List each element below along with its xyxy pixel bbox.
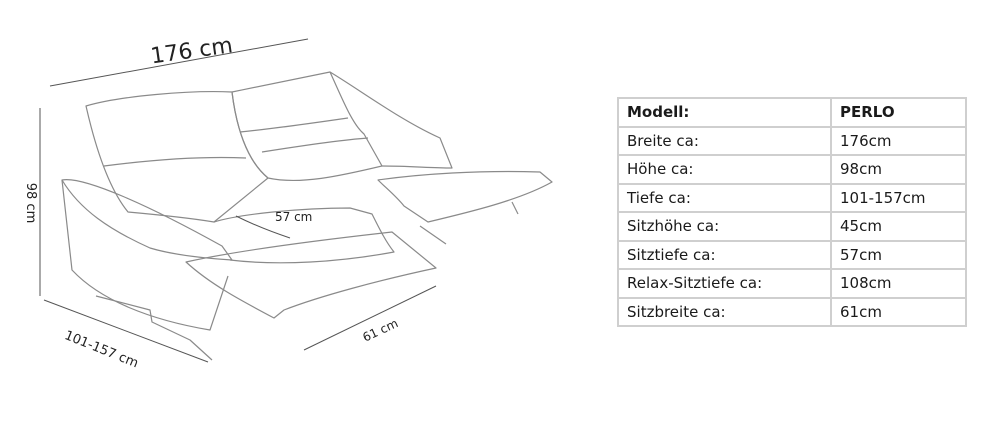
depth-dimension-label: 101-157 cm: [62, 328, 140, 371]
spec-table-header-row: Modell: PERLO: [617, 97, 967, 128]
spec-label: Höhe ca:: [617, 154, 832, 185]
height-dimension-label: 98 cm: [23, 183, 38, 224]
spec-value: 108cm: [830, 268, 967, 299]
spec-value: 98cm: [830, 154, 967, 185]
spec-label: Sitzbreite ca:: [617, 296, 832, 327]
spec-value: 61cm: [830, 296, 967, 327]
spec-table-row: Sitzbreite ca: 61cm: [617, 296, 967, 327]
spec-label: Sitztiefe ca:: [617, 239, 832, 270]
width-dimension-line: [49, 38, 309, 87]
spec-label: Breite ca:: [617, 125, 832, 156]
seat-depth-dimension-line: [235, 215, 291, 239]
spec-label: Tiefe ca:: [617, 182, 832, 213]
spec-value: 57cm: [830, 239, 967, 270]
spec-table-row: Sitztiefe ca: 57cm: [617, 239, 967, 270]
depth-dimension-line: [43, 299, 209, 363]
spec-table-row: Relax-Sitztiefe ca: 108cm: [617, 268, 967, 299]
spec-label: Sitzhöhe ca:: [617, 211, 832, 242]
seat-width-dimension-label: 61 cm: [360, 316, 400, 344]
seat-depth-dimension-label: 57 cm: [275, 210, 312, 224]
seat-width-dimension-line: [303, 285, 437, 351]
spec-value: 101-157cm: [830, 182, 967, 213]
spec-value: PERLO: [830, 97, 967, 128]
spec-table: Modell: PERLO Breite ca: 176cm Höhe ca: …: [617, 97, 967, 327]
spec-table-row: Höhe ca: 98cm: [617, 154, 967, 185]
width-dimension-label: 176 cm: [149, 33, 234, 69]
spec-value: 176cm: [830, 125, 967, 156]
sofa-illustration: [61, 71, 553, 361]
sofa-dimension-drawing: 176 cm 98 cm 101-157 cm 57 cm 61 cm: [23, 33, 553, 371]
spec-table-row: Tiefe ca: 101-157cm: [617, 182, 967, 213]
spec-label: Relax-Sitztiefe ca:: [617, 268, 832, 299]
spec-table-row: Breite ca: 176cm: [617, 125, 967, 156]
spec-table-row: Sitzhöhe ca: 45cm: [617, 211, 967, 242]
spec-label: Modell:: [617, 97, 832, 128]
spec-value: 45cm: [830, 211, 967, 242]
